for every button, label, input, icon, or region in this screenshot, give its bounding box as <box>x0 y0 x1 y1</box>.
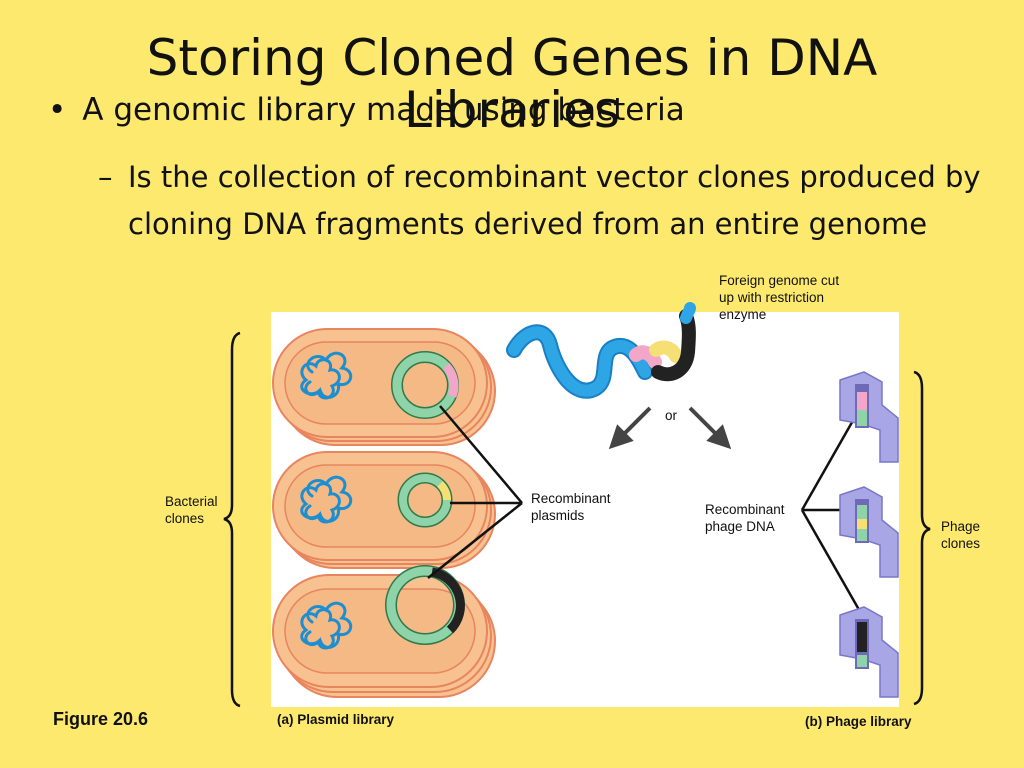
foreign-genome-label: Foreign genome cut up with restriction e… <box>719 273 840 322</box>
left-brace-icon <box>223 331 241 708</box>
sub-bullet-text: Is the collection of recombinant vector … <box>128 160 981 241</box>
plasmid-library-caption: (a) Plasmid library <box>277 712 395 727</box>
sub-bullet-marker: – <box>98 160 113 194</box>
bacterial-clones-label: Bacterial clones <box>165 494 218 526</box>
phage-library-caption: (b) Phage library <box>805 714 912 729</box>
title-line-1: Storing Cloned Genes in DNA <box>146 29 878 87</box>
recombinant-phage-label: Recombinant phage DNA <box>705 502 785 534</box>
bacterial-cell-3 <box>272 574 496 698</box>
phage-particle-1 <box>839 371 899 463</box>
phage-particle-3 <box>839 606 899 698</box>
foreign-genome-dna <box>506 302 696 399</box>
or-label: or <box>665 408 678 423</box>
plasmid-1 <box>391 351 459 419</box>
recombinant-plasmids-label: Recombinant plasmids <box>531 491 611 523</box>
plasmid-pointer-lines <box>427 405 523 579</box>
bullet-marker: • <box>48 92 67 128</box>
plasmid-3 <box>385 565 465 645</box>
figure-number: Figure 20.6 <box>53 709 149 729</box>
main-bullet: • A genomic library made using bacteria <box>48 92 685 128</box>
slide-title: Storing Cloned Genes in DNA Libraries <box>0 30 1024 138</box>
chromosome-1 <box>300 351 353 400</box>
phage-particle-2 <box>839 486 899 578</box>
split-arrows-icon <box>608 406 732 450</box>
sub-bullet: – Is the collection of recombinant vecto… <box>98 154 998 248</box>
title-line-2: Libraries <box>404 81 620 139</box>
right-brace-icon <box>913 370 931 706</box>
chromosome-2 <box>300 475 353 524</box>
phage-clones-label: Phage clones <box>941 519 981 551</box>
chromosome-3 <box>300 601 353 650</box>
bullet-text: A genomic library made using bacteria <box>82 92 685 128</box>
plasmid-2 <box>397 472 453 528</box>
